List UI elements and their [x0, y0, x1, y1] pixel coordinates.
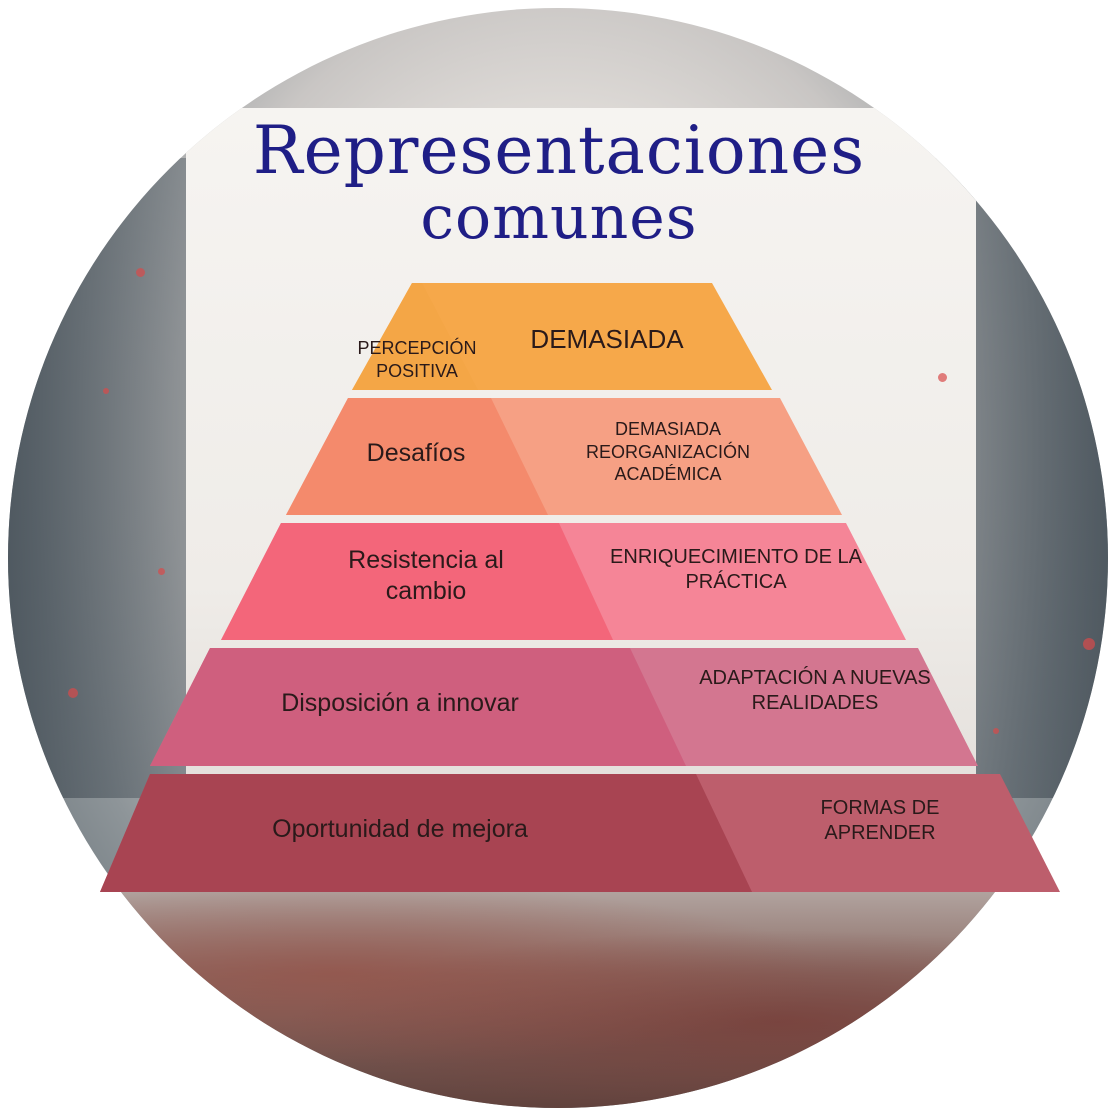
paint-speck [68, 688, 78, 698]
level-5-right-label: FORMAS DE APRENDER [820, 797, 940, 844]
background-circle [8, 8, 1108, 1108]
paint-speck [136, 268, 145, 277]
level-5-left-label: Oportunidad de mejora [272, 815, 528, 843]
pyramid-level-5: Oportunidad de mejora FORMAS DE APRENDER [100, 774, 1060, 892]
pyramid-level-2: Desafíos DEMASIADA REORGANIZACIÓN ACADÉM… [286, 398, 842, 515]
level-1-left-segment [352, 283, 478, 390]
ground-texture [8, 878, 1108, 1108]
level-3-left-segment [221, 523, 613, 640]
level-3-right-label: ENRIQUECIMIENTO DE LA PRÁCTICA [610, 546, 862, 593]
level-1-shape [352, 283, 772, 390]
paint-speck [1083, 638, 1095, 650]
level-2-left-segment [286, 398, 548, 515]
level-5-shape [100, 774, 1060, 892]
level-4-shape [150, 648, 978, 766]
title-line-1: Representaciones [252, 112, 866, 189]
paint-speck [938, 373, 947, 382]
pyramid-level-4: Disposición a innovar ADAPTACIÓN A NUEVA… [150, 648, 978, 766]
pyramid-level-3: Resistencia al cambio ENRIQUECIMIENTO DE… [221, 523, 906, 640]
level-2-right-label: DEMASIADA REORGANIZACIÓN ACADÉMICA [585, 419, 750, 484]
level-1-right-label: DEMASIADA [530, 324, 684, 354]
level-2-left-label: Desafíos [366, 439, 466, 467]
paint-speck [993, 728, 999, 734]
level-4-left-label: Disposición a innovar [281, 689, 519, 717]
level-2-shape [286, 398, 842, 515]
paint-speck [158, 568, 165, 575]
level-3-shape [221, 523, 906, 640]
pyramid-level-1: PERCEPCIÓN POSITIVA DEMASIADA [352, 283, 772, 390]
level-4-left-segment [150, 648, 686, 766]
paint-speck [103, 388, 109, 394]
left-wall [8, 158, 198, 798]
level-1-left-label: PERCEPCIÓN POSITIVA [357, 338, 477, 381]
level-4-right-label: ADAPTACIÓN A NUEVAS REALIDADES [699, 667, 931, 714]
level-3-left-label: Resistencia al cambio [348, 546, 504, 606]
level-5-left-segment [100, 774, 752, 892]
title-line-2: comunes [420, 183, 698, 253]
